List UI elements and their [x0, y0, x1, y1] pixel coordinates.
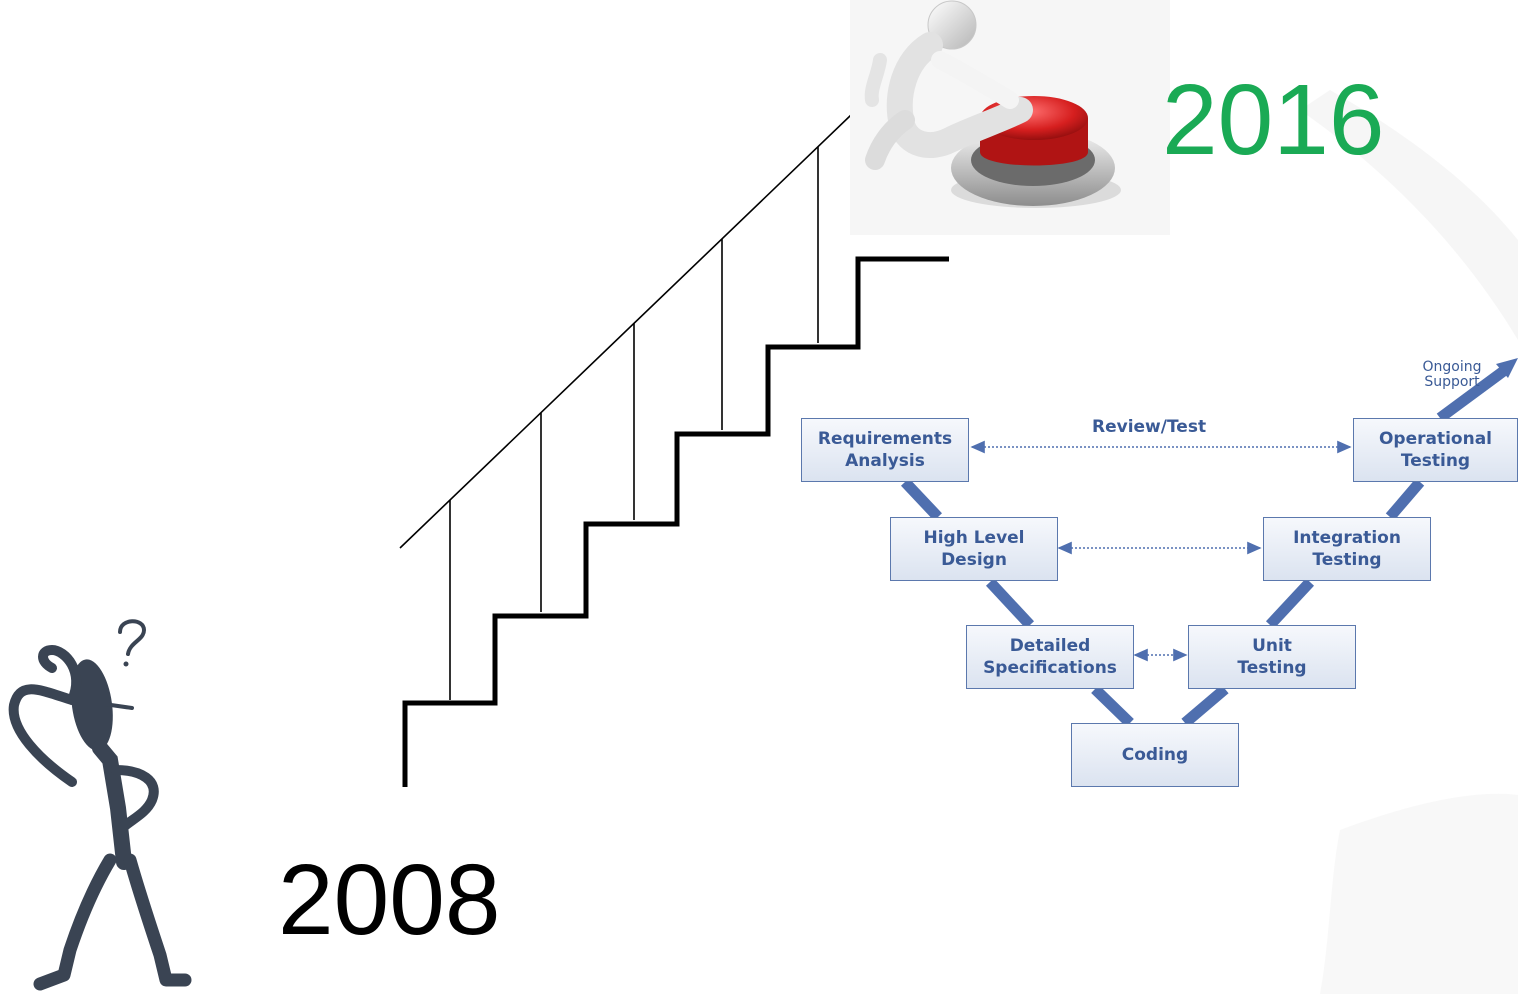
- coding-box: Coding: [1071, 723, 1239, 787]
- question-mark-icon: [118, 619, 147, 667]
- background-decoration: [1300, 90, 1518, 994]
- operational-testing-box: Operational Testing: [1353, 418, 1518, 482]
- start-year-label: 2008: [278, 844, 501, 956]
- end-year-label: 2016: [1162, 64, 1385, 176]
- staircase-icon: [399, 114, 949, 787]
- red-button-figure-icon: [850, 0, 1170, 235]
- detailed-specifications-box: Detailed Specifications: [966, 625, 1134, 689]
- high-level-design-box: High Level Design: [890, 517, 1058, 581]
- review-test-label: Review/Test: [1092, 417, 1207, 437]
- unit-testing-box: Unit Testing: [1188, 625, 1356, 689]
- requirements-analysis-box: Requirements Analysis: [801, 418, 969, 482]
- ongoing-support-label: Ongoing Support: [1422, 359, 1482, 390]
- review-arrows: [970, 440, 1352, 662]
- v-model-connectors: [900, 365, 1509, 728]
- thinking-man-icon: [8, 644, 192, 991]
- integration-testing-box: Integration Testing: [1263, 517, 1431, 581]
- support-arrow-head-icon: [1496, 358, 1518, 378]
